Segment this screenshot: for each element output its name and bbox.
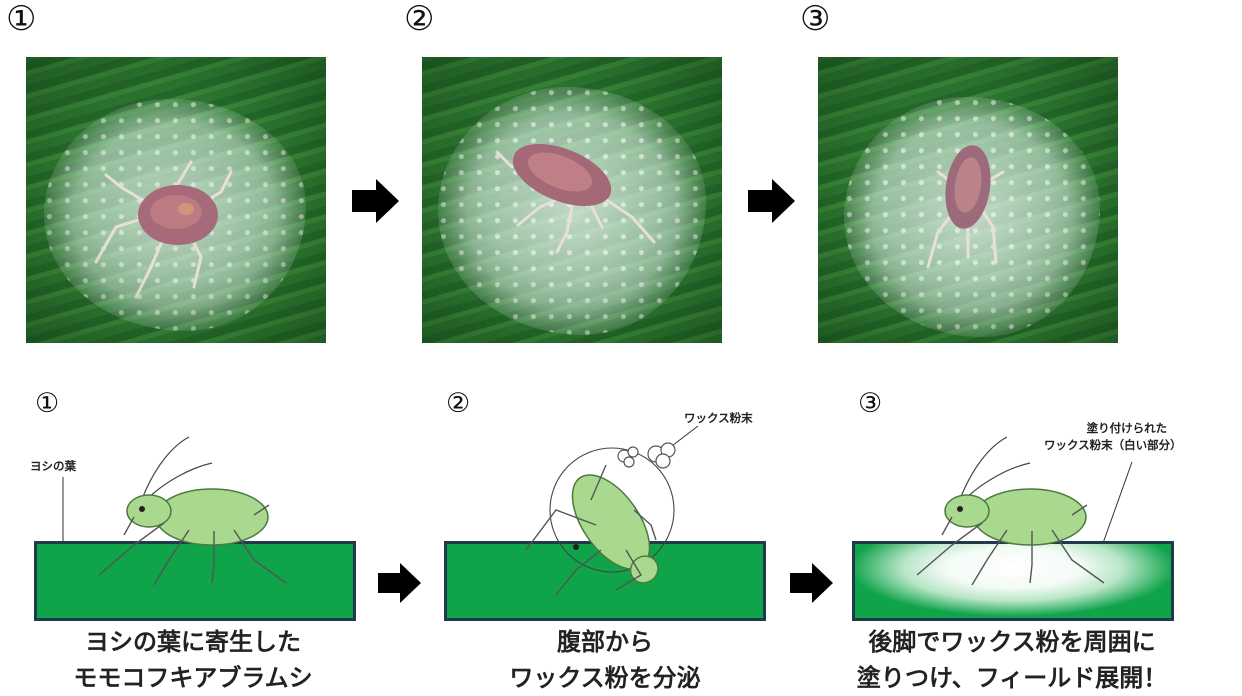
right-arrow-icon: [790, 563, 834, 603]
caption-line: 後脚でワックス粉を周囲に: [842, 624, 1182, 660]
photo-number-1: ①: [6, 2, 36, 36]
diagram-number-2: ②: [446, 390, 470, 417]
aphid-illustration: [516, 430, 716, 600]
diagram-number-3: ③: [858, 390, 882, 417]
photo-3: [818, 57, 1118, 343]
photo-vignette: [818, 57, 1118, 343]
caption-line: 腹部から: [452, 624, 758, 660]
aphid-illustration: [94, 435, 314, 595]
aphid-illustration: [912, 435, 1132, 595]
right-arrow-icon: [378, 563, 422, 603]
leaf-label: ヨシの葉: [30, 458, 76, 474]
photo-vignette: [26, 57, 326, 343]
caption-line: モモコフキアブラムシ: [40, 660, 346, 696]
caption-line: ワックス粉を分泌: [452, 660, 758, 696]
diagram-number-1: ①: [35, 390, 59, 417]
caption-line: 塗りつけ、フィールド展開！: [842, 660, 1182, 696]
caption-2: 腹部から ワックス粉を分泌: [452, 624, 758, 696]
caption-line: ヨシの葉に寄生した: [40, 624, 346, 660]
photo-number-2: ②: [404, 2, 434, 36]
wax-powder-puff: [618, 443, 675, 468]
photo-vignette: [422, 57, 722, 343]
caption-3: 後脚でワックス粉を周囲に 塗りつけ、フィールド展開！: [842, 624, 1182, 696]
right-arrow-icon: [748, 179, 796, 223]
photo-1: [26, 57, 326, 343]
photo-2: [422, 57, 722, 343]
photo-number-3: ③: [800, 2, 830, 36]
right-arrow-icon: [352, 179, 400, 223]
leaf-label-leader: [62, 477, 64, 547]
caption-1: ヨシの葉に寄生した モモコフキアブラムシ: [40, 624, 346, 696]
